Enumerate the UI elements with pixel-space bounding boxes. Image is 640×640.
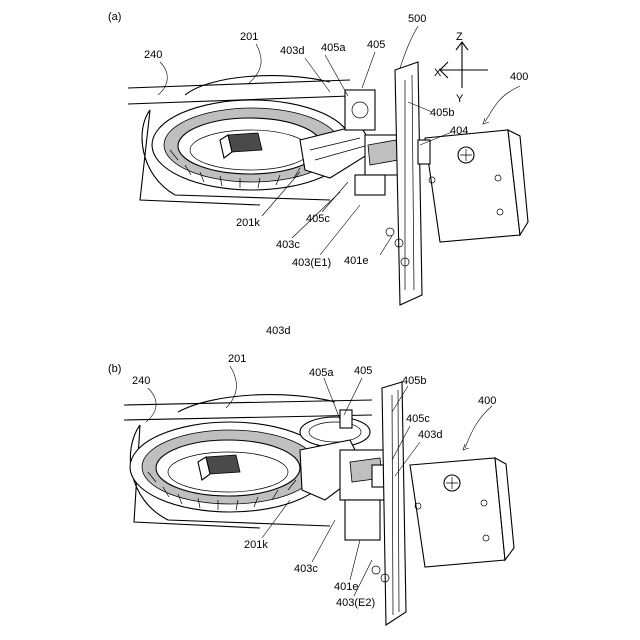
axis-z-label: Z xyxy=(456,31,463,43)
leader-405a xyxy=(324,378,340,420)
label-403E2: 403(E2) xyxy=(336,597,375,609)
block-403 xyxy=(345,500,380,540)
panel-b-label: (b) xyxy=(108,363,121,375)
label-405: 405 xyxy=(354,365,372,377)
axes xyxy=(440,42,488,88)
leader-405 xyxy=(344,378,362,415)
label-403d: 403d xyxy=(280,45,304,57)
panel-b: 403d (b) xyxy=(108,325,514,625)
inner-block xyxy=(228,133,262,152)
bracket-400 xyxy=(410,458,505,567)
axis-y-label: Y xyxy=(456,93,464,105)
bracket-400 xyxy=(425,130,520,242)
label-403c: 403c xyxy=(294,563,318,575)
leader-400 xyxy=(465,406,492,448)
label-401e: 401e xyxy=(344,255,368,267)
label-201k: 201k xyxy=(244,539,268,551)
label-201: 201 xyxy=(240,31,258,43)
mechanism-405 xyxy=(345,90,375,130)
axis-x-label: X xyxy=(434,67,442,79)
label-500: 500 xyxy=(408,13,426,25)
label-405c: 405c xyxy=(306,213,330,225)
arrow-400 xyxy=(483,118,489,124)
label-405b: 405b xyxy=(430,107,454,119)
leader-500 xyxy=(400,26,418,68)
leader-201 xyxy=(248,44,261,84)
pin-401e xyxy=(386,228,394,236)
label-403d-top: 403d xyxy=(266,325,290,337)
board-500 xyxy=(395,62,422,305)
block-403 xyxy=(355,175,385,195)
label-201k: 201k xyxy=(236,217,260,229)
label-405: 405 xyxy=(367,39,385,51)
label-405a: 405a xyxy=(321,42,346,54)
post-405a xyxy=(340,410,352,428)
label-404: 404 xyxy=(450,125,468,137)
label-240: 240 xyxy=(132,375,150,387)
leader-201 xyxy=(226,366,236,408)
label-405c: 405c xyxy=(406,413,430,425)
leader-401e xyxy=(380,236,392,255)
label-240: 240 xyxy=(144,49,162,61)
label-400: 400 xyxy=(478,395,496,407)
leader-400 xyxy=(485,86,520,122)
label-405b: 405b xyxy=(402,375,426,387)
label-405a: 405a xyxy=(309,367,334,379)
panel-a-label: (a) xyxy=(108,11,121,23)
leader-401e xyxy=(350,540,360,580)
label-201: 201 xyxy=(228,353,246,365)
leader-240 xyxy=(158,62,167,95)
label-403c: 403c xyxy=(276,239,300,251)
label-403E1: 403(E1) xyxy=(292,257,331,269)
leader-405 xyxy=(362,52,375,88)
label-400: 400 xyxy=(510,71,528,83)
board-500 xyxy=(382,382,406,625)
inner-block xyxy=(206,455,240,474)
label-401e: 401e xyxy=(334,581,358,593)
label-403d: 403d xyxy=(418,429,442,441)
panel-a: (a) xyxy=(108,11,528,305)
leader-403d xyxy=(305,58,330,92)
pin-401e xyxy=(372,566,380,574)
